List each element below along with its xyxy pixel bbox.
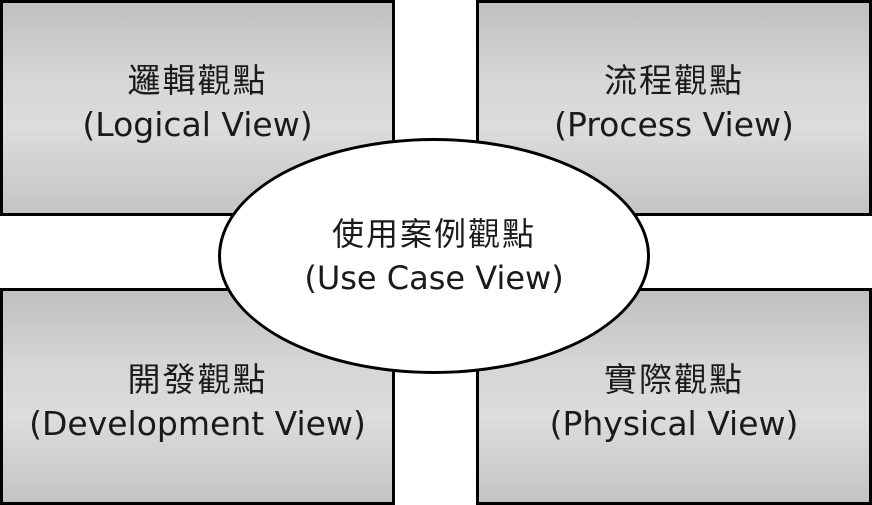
logical-view-title-en: (Logical View) [82, 105, 313, 144]
physical-view-title-en: (Physical View) [549, 403, 799, 443]
use-case-view-title-en: (Use Case View) [304, 259, 564, 297]
logical-view-title-zh: 邏輯觀點 [127, 61, 268, 100]
use-case-view-ellipse: 使用案例觀點 (Use Case View) [218, 138, 650, 374]
process-view-title-zh: 流程觀點 [604, 61, 744, 100]
development-view-title-zh: 開發觀點 [127, 359, 268, 399]
development-view-title-en: (Development View) [29, 403, 366, 443]
process-view-title-en: (Process View) [554, 105, 794, 144]
use-case-view-title-zh: 使用案例觀點 [331, 215, 536, 253]
logical-view-box: 邏輯觀點 (Logical View) [0, 0, 395, 216]
physical-view-title-zh: 實際觀點 [604, 359, 744, 399]
